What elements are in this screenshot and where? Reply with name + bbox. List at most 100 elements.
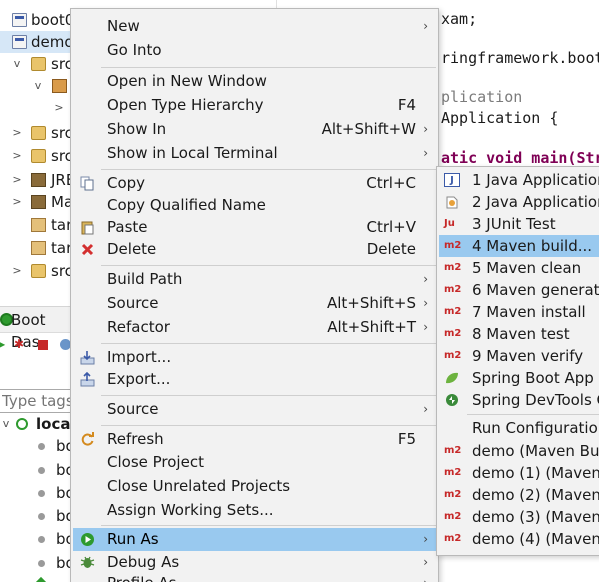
menu-item-go-into[interactable]: Go Into: [107, 41, 162, 59]
menu-item-open-in-new-window[interactable]: Open in New Window: [107, 72, 267, 90]
spring-boot-icon: [0, 313, 13, 326]
stop-icon[interactable]: [38, 340, 48, 350]
menu-item-copy[interactable]: Copy Ctrl+C: [73, 172, 436, 195]
run-as-submenu: J 1 Java Application 2 Java Application …: [436, 166, 599, 556]
tree-item-target-1[interactable]: tar: [0, 214, 72, 236]
menu-item-close-project[interactable]: Close Project: [107, 453, 204, 471]
submenu-item-demo-4-maven-build[interactable]: m2 demo (4) (Maven B: [444, 530, 599, 548]
tree-item-src-test[interactable]: > src: [12, 147, 73, 165]
boot-app-row[interactable]: bo: [0, 505, 75, 527]
menu-item-copy-qualified-name[interactable]: Copy Qualified Name: [107, 196, 266, 214]
menu-item-export[interactable]: Export...: [73, 368, 436, 391]
menu-item-refactor[interactable]: Refactor Alt+Shift+T ›: [73, 316, 436, 339]
copy-icon: [80, 176, 95, 191]
open-browser-icon[interactable]: [60, 339, 71, 350]
boot-app-row[interactable]: [0, 573, 70, 582]
source-folder-icon: [31, 264, 46, 278]
tree-item-maven-deps[interactable]: > Ma: [12, 193, 74, 211]
folder-icon: [31, 218, 46, 232]
tree-item-boot0[interactable]: boot0: [0, 9, 74, 31]
submenu-item-demo-3-maven-build[interactable]: m2 demo (3) (Maven B: [444, 508, 599, 526]
submenu-item-maven-verify[interactable]: m2 9 Maven verify: [444, 347, 584, 365]
app-status-icon: [33, 576, 49, 582]
tree-item-jre[interactable]: > JRE: [12, 171, 76, 189]
chevron-right-icon[interactable]: >: [12, 195, 22, 208]
tree-item-src-resources[interactable]: > src: [12, 124, 73, 142]
menu-separator: [101, 343, 436, 344]
maven-icon: m2: [444, 306, 462, 317]
submenu-item-demo-1-maven-build[interactable]: m2 demo (1) (Maven B: [444, 464, 599, 482]
maven-icon: m2: [444, 350, 462, 361]
menu-item-debug-as[interactable]: Debug As ›: [73, 551, 436, 574]
chevron-right-icon[interactable]: >: [12, 173, 22, 186]
tree-item-src-other[interactable]: > src: [12, 262, 73, 280]
boot-app-row[interactable]: bo: [0, 435, 75, 457]
submenu-item-demo-2-maven-build[interactable]: m2 demo (2) (Maven B: [444, 486, 599, 504]
tree-item-class[interactable]: >: [0, 97, 70, 119]
submenu-item-junit-test[interactable]: Ju 3 JUnit Test: [444, 215, 556, 233]
menu-item-close-unrelated-projects[interactable]: Close Unrelated Projects: [107, 477, 291, 495]
chevron-right-icon[interactable]: >: [12, 149, 22, 162]
context-menu: New › Go Into Open in New Window Open Ty…: [70, 8, 439, 582]
project-icon: [12, 35, 27, 49]
menu-item-assign-working-sets[interactable]: Assign Working Sets...: [107, 501, 274, 519]
submenu-item-maven-build[interactable]: m2 4 Maven build...: [439, 235, 599, 257]
chevron-right-icon[interactable]: >: [54, 101, 64, 114]
menu-separator: [101, 425, 436, 426]
menu-item-import[interactable]: Import...: [73, 346, 436, 369]
code-line: atic void main(Str: [441, 149, 599, 167]
boot-app-row[interactable]: bo: [0, 528, 75, 550]
submenu-item-spring-devtools[interactable]: Spring DevTools C: [439, 389, 599, 411]
tree-item-target-2[interactable]: tar: [0, 237, 72, 259]
menu-item-open-type-hierarchy[interactable]: Open Type Hierarchy F4: [107, 96, 416, 114]
boot-app-row[interactable]: bo: [0, 552, 75, 574]
submenu-item-maven-generate[interactable]: m2 6 Maven generate-: [444, 281, 599, 299]
chevron-right-icon: ›: [423, 532, 428, 546]
menu-item-build-path[interactable]: Build Path ›: [73, 268, 436, 291]
menu-item-profile-as[interactable]: Profile As ›: [73, 572, 436, 582]
menu-item-refresh[interactable]: Refresh F5: [73, 428, 436, 451]
submenu-item-maven-test[interactable]: m2 8 Maven test: [444, 325, 570, 343]
tree-item-demo[interactable]: demo: [0, 31, 74, 53]
submenu-item-java-application-1[interactable]: J 1 Java Application: [439, 169, 599, 191]
chevron-down-icon[interactable]: v: [2, 417, 10, 430]
menu-item-run-as[interactable]: Run As ›: [73, 528, 436, 551]
menu-item-delete[interactable]: Delete Delete: [73, 238, 436, 261]
submenu-item-spring-boot-app[interactable]: Spring Boot App: [439, 367, 599, 389]
boot-dashboard-tab[interactable]: Boot Das: [0, 307, 70, 351]
project-icon: [12, 13, 27, 27]
boot-app-row[interactable]: bo: [0, 459, 75, 481]
chevron-right-icon[interactable]: >: [12, 264, 22, 277]
power-icon: [16, 418, 28, 430]
tags-filter-input[interactable]: [0, 389, 73, 413]
menu-item-source[interactable]: Source Alt+Shift+S ›: [73, 292, 436, 315]
start-icon[interactable]: ▶: [0, 337, 6, 351]
menu-item-new[interactable]: New ›: [73, 15, 436, 38]
maven-icon: m2: [444, 467, 462, 478]
chevron-right-icon[interactable]: >: [12, 126, 22, 139]
submenu-item-maven-clean[interactable]: m2 5 Maven clean: [444, 259, 582, 277]
chevron-down-icon[interactable]: v: [13, 57, 21, 70]
maven-icon: m2: [444, 533, 462, 544]
submenu-item-run-configurations[interactable]: Run Configuration: [472, 419, 599, 437]
maven-icon: m2: [444, 445, 462, 456]
boot-app-row[interactable]: bo: [0, 482, 75, 504]
source-folder-icon: [31, 126, 46, 140]
debug-icon: [80, 555, 95, 570]
menu-separator: [101, 265, 436, 266]
submenu-item-demo-maven-build[interactable]: m2 demo (Maven Build: [444, 442, 599, 460]
tree-item-src-main[interactable]: v src: [13, 55, 73, 73]
spring-devtools-icon: [444, 393, 460, 407]
debug-icon[interactable]: ✱: [14, 337, 25, 351]
menu-item-source-2[interactable]: Source ›: [73, 398, 436, 421]
chevron-down-icon[interactable]: v: [34, 79, 42, 92]
menu-item-show-in-local-terminal[interactable]: Show in Local Terminal ›: [73, 142, 436, 165]
app-status-icon: [38, 536, 45, 543]
menu-item-paste[interactable]: Paste Ctrl+V: [73, 216, 436, 239]
app-status-icon: [38, 443, 45, 450]
submenu-item-java-application-2[interactable]: 2 Java Application: [439, 191, 599, 213]
menu-item-show-in[interactable]: Show In Alt+Shift+W ›: [73, 118, 436, 141]
tree-item-package[interactable]: v: [0, 75, 70, 97]
submenu-item-maven-install[interactable]: m2 7 Maven install: [444, 303, 586, 321]
boot-local-row[interactable]: v local: [2, 415, 76, 433]
